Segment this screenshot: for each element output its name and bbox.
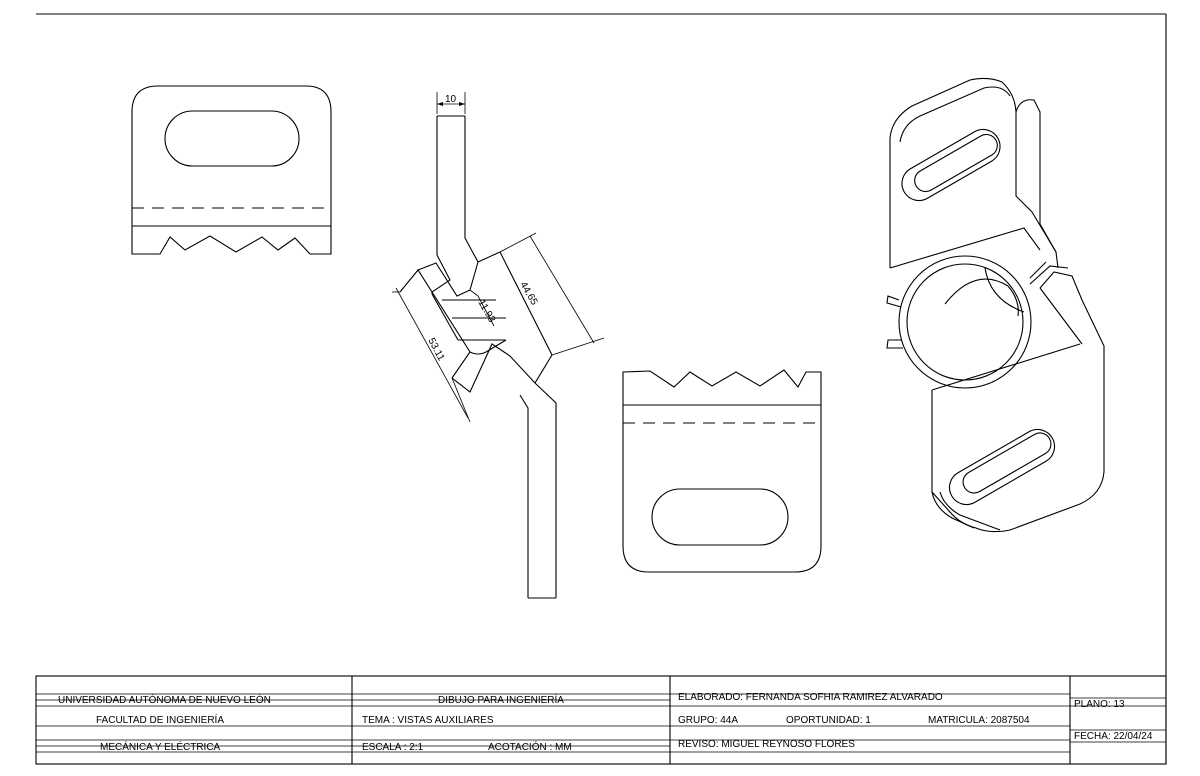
group-label: GRUPO: 44A xyxy=(678,715,738,726)
opportunity-label: OPORTUNIDAD: 1 xyxy=(786,715,871,726)
dimension-width-a: 44.65 xyxy=(499,232,605,356)
front-view xyxy=(622,369,822,573)
student-id-label: MATRICULA: 2087504 xyxy=(928,715,1030,726)
scale-label: ESCALA : 2:1 xyxy=(362,742,424,753)
dimension-offset-label: 11.93 xyxy=(475,298,497,325)
dimension-thickness: 10 xyxy=(436,92,466,114)
title-block-overlines xyxy=(36,699,670,747)
dimension-offset: 11.93 xyxy=(469,289,497,327)
dimension-width-b: 53.11 xyxy=(392,287,471,423)
faculty-label: FACULTAD DE INGENIERÍA xyxy=(96,713,224,726)
topic-label: TEMA : VISTAS AUXILIARES xyxy=(362,715,494,726)
made-by-label: ELABORADO: FERNANDA SOFHIA RAMIREZ ALVAR… xyxy=(678,692,943,703)
isometric-view xyxy=(886,77,1105,533)
sheet-border xyxy=(36,13,1167,765)
plate-label: PLANO: 13 xyxy=(1074,699,1125,710)
dimension-width-b-label: 53.11 xyxy=(425,336,446,363)
course-label: DIBUJO PARA INGENIERÍA xyxy=(438,693,564,706)
units-label: ACOTACIÓN : MM xyxy=(488,740,572,753)
slot-outline xyxy=(164,110,300,167)
title-block xyxy=(35,675,1167,765)
cylinder-outer xyxy=(898,255,1032,389)
reviewed-by-label: REVISO: MIGUEL REYNOSO FLORES xyxy=(678,739,855,750)
date-label: FECHA: 22/04/24 xyxy=(1074,731,1153,742)
side-view xyxy=(399,115,557,599)
department-label: MECÁNICA Y ELÉCTRICA xyxy=(100,740,221,753)
dimension-thickness-label: 10 xyxy=(445,94,457,105)
university-label: UNIVERSIDAD AUTÓNOMA DE NUEVO LEÓN xyxy=(58,693,271,706)
slot-outline-lower xyxy=(651,488,789,546)
top-view xyxy=(131,85,332,255)
